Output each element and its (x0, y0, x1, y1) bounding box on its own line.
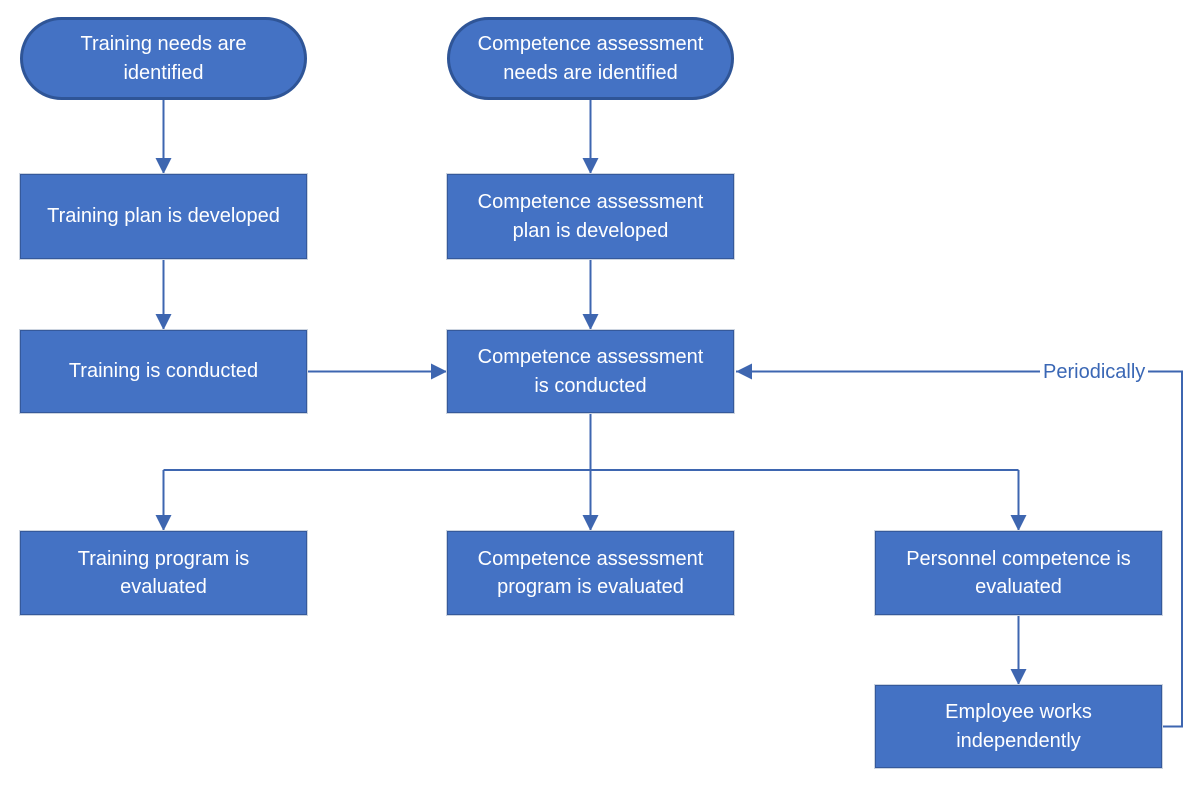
node-training-program-evaluated: Training program is evaluated (19, 530, 308, 616)
node-training-conducted: Training is conducted (19, 329, 308, 414)
node-competence-assessment-program-evaluated: Competence assessment program is evaluat… (446, 530, 735, 616)
node-competence-assessment-needs-identified: Competence assessment needs are identifi… (447, 17, 734, 100)
node-training-needs-identified: Training needs are identified (20, 17, 307, 100)
node-competence-assessment-plan-developed: Competence assessment plan is developed (446, 173, 735, 260)
node-training-plan-developed: Training plan is developed (19, 173, 308, 260)
node-personnel-competence-evaluated: Personnel competence is evaluated (874, 530, 1163, 616)
node-competence-assessment-conducted: Competence assessment is conducted (446, 329, 735, 414)
connector-periodically-feedback-loop (736, 363, 1183, 728)
edge-label-periodically: Periodically (1040, 360, 1149, 384)
node-employee-works-independently: Employee works independently (874, 684, 1163, 769)
